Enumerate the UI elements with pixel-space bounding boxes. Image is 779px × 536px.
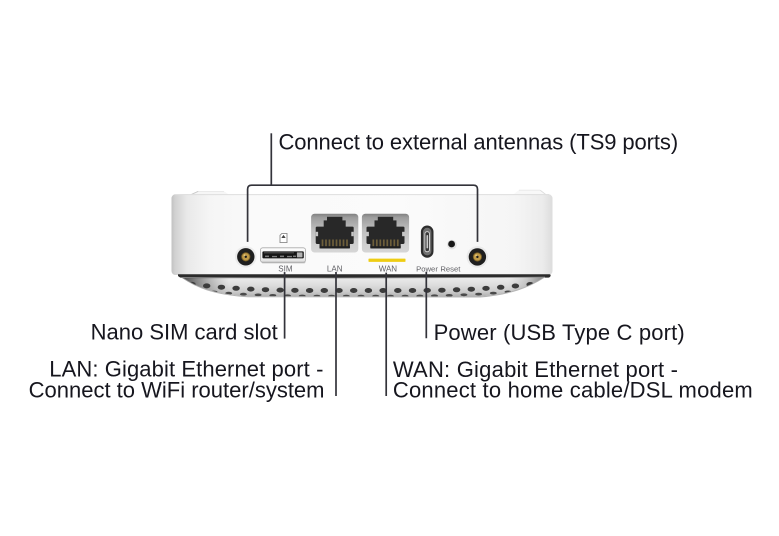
svg-text:Power: Power: [416, 265, 438, 274]
svg-text:Power (USB Type C port): Power (USB Type C port): [434, 320, 685, 345]
svg-text:SIM: SIM: [278, 265, 293, 274]
svg-text:WAN: Gigabit Ethernet port -: WAN: Gigabit Ethernet port -: [393, 357, 678, 382]
svg-text:LAN: Gigabit Ethernet port -: LAN: Gigabit Ethernet port -: [49, 357, 323, 382]
svg-text:WAN: WAN: [379, 265, 398, 274]
svg-text:Nano SIM card slot: Nano SIM card slot: [91, 320, 278, 345]
svg-text:Reset: Reset: [440, 265, 461, 274]
svg-text:Connect to home cable/DSL mode: Connect to home cable/DSL modem: [393, 378, 753, 403]
svg-text:Connect to WiFi router/system: Connect to WiFi router/system: [29, 378, 325, 403]
svg-text:LAN: LAN: [327, 265, 343, 274]
svg-text:Connect to external antennas (: Connect to external antennas (TS9 ports): [279, 130, 679, 155]
